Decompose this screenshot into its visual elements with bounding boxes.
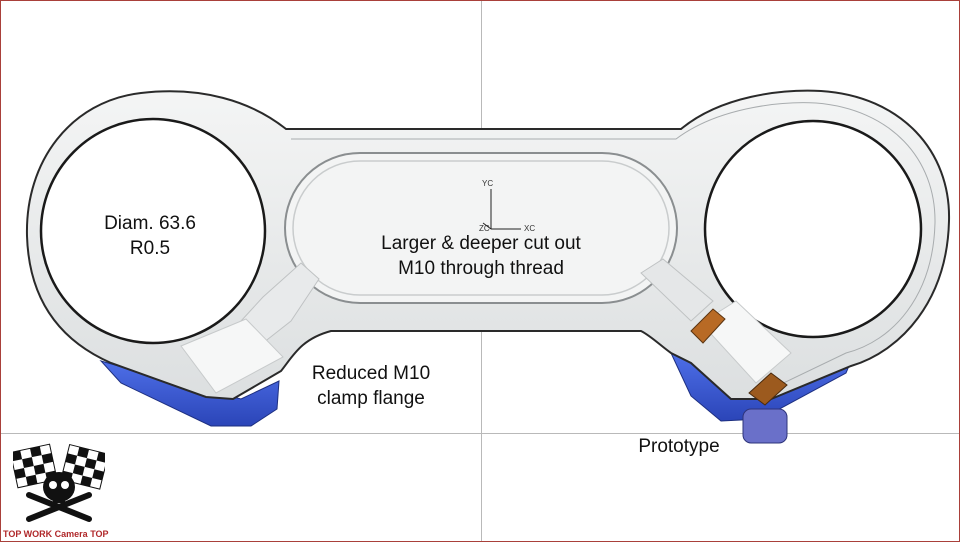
cutout-text-line1: Larger & deeper cut out [381, 233, 581, 254]
left-bolt-socket [180, 318, 284, 394]
cutout-annotation: Larger & deeper cut out M10 through thre… [361, 231, 601, 281]
center-cutout [284, 152, 678, 304]
center-cutout-inner [292, 160, 670, 296]
bore-diameter-annotation: Diam. 63.6 R0.5 [85, 211, 215, 261]
coordinate-axes-icon [482, 189, 521, 230]
body-inner-edge [291, 102, 936, 390]
flange-text-line2: clamp flange [317, 388, 425, 409]
axis-z-label: ZC [479, 224, 490, 233]
flange-text-line1: Reduced M10 [311, 363, 431, 384]
axis-y-label: YC [482, 179, 494, 188]
bore-radius-text: R0.5 [129, 238, 171, 259]
right-bolt-socket [700, 300, 792, 384]
horizontal-guide-line [1, 433, 959, 434]
copper-ring-upper [690, 308, 726, 344]
left-fork-bore [39, 117, 267, 345]
prototype-annotation: Prototype [638, 436, 720, 457]
right-bolt-boss [640, 258, 714, 322]
prototype-bolt-head [742, 408, 788, 444]
checkered-flag-skull-logo-icon [13, 443, 105, 522]
flange-annotation: Reduced M10 clamp flange [301, 361, 441, 411]
copper-ring-lower [748, 372, 788, 406]
right-fork-bore [703, 119, 923, 339]
bore-diameter-text: Diam. 63.6 [104, 213, 196, 234]
axis-x-label: XC [524, 224, 536, 233]
camera-view-label: TOP WORK Camera TOP [3, 529, 109, 539]
cutout-text-line2: M10 through thread [398, 258, 564, 279]
